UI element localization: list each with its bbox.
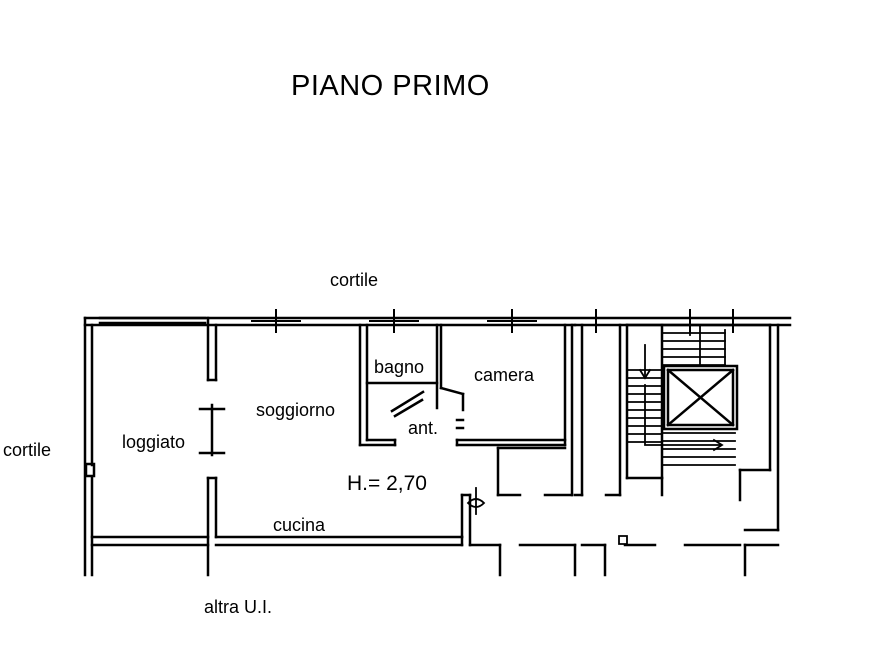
bagno-walls — [360, 325, 441, 445]
left-outer-wall — [85, 318, 94, 575]
detail-square — [619, 536, 627, 544]
plan-title: PIANO PRIMO — [291, 70, 490, 102]
loggiato-soggiorno-wall — [200, 318, 224, 575]
staircase — [627, 325, 778, 575]
label-cucina: cucina — [273, 515, 326, 535]
label-altra-ui: altra U.I. — [204, 597, 273, 617]
corridor-walls — [462, 448, 575, 575]
top-windows — [252, 310, 733, 332]
loggiato-bottom-wall — [92, 537, 208, 545]
camera-walls — [441, 325, 572, 495]
label-ant: ant. — [408, 418, 439, 438]
label-bagno: bagno — [374, 357, 425, 377]
label-loggiato: loggiato — [122, 432, 186, 452]
loggiato-window — [100, 318, 205, 323]
shaft-walls — [575, 325, 740, 575]
label-cortile-top: cortile — [330, 270, 379, 290]
entrance-door — [468, 488, 484, 514]
label-camera: camera — [474, 365, 535, 385]
label-cortile-left: cortile — [3, 440, 52, 460]
stair-treads — [628, 325, 735, 465]
label-height: H.= 2,70 — [347, 472, 427, 495]
cucina-bottom-wall — [216, 537, 500, 545]
label-soggiorno: soggiorno — [256, 400, 336, 420]
